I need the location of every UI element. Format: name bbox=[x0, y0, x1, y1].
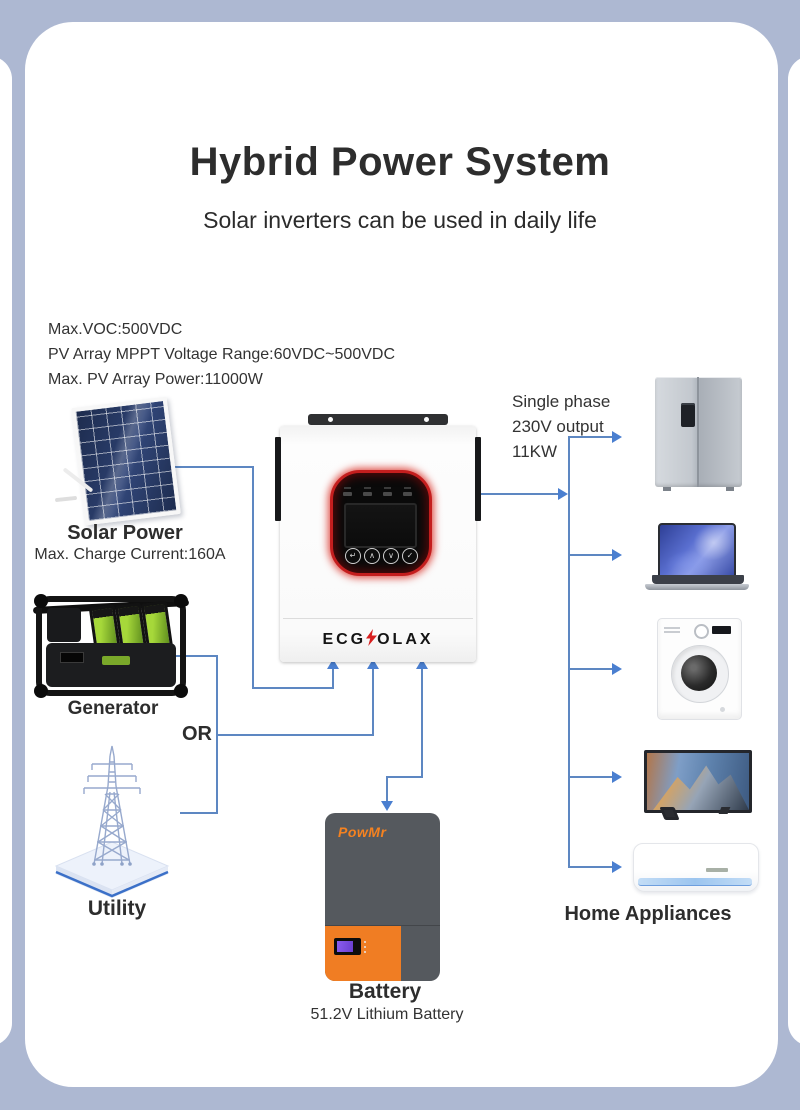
inverter-heatsink bbox=[275, 437, 281, 521]
connector-battery-h bbox=[386, 776, 423, 778]
arrow-right-icon bbox=[612, 771, 622, 783]
connector-or-stem bbox=[372, 668, 374, 736]
up-button: ∧ bbox=[364, 548, 380, 564]
battery-label: Battery bbox=[348, 980, 422, 1003]
subtitle: Solar inverters can be used in daily lif… bbox=[203, 207, 597, 233]
connector-solar-v bbox=[252, 466, 254, 689]
connector-fridge-h bbox=[568, 436, 613, 438]
generator-image bbox=[32, 594, 190, 698]
arrow-right-icon bbox=[612, 861, 622, 873]
connector-ac-h bbox=[568, 866, 613, 868]
spec-line: Max. PV Array Power:11000W bbox=[48, 371, 263, 388]
left-card-sliver bbox=[0, 56, 12, 1046]
arrow-right-icon bbox=[612, 549, 622, 561]
connector-battery-v bbox=[386, 776, 388, 802]
solar-power-label: Solar Power bbox=[67, 522, 183, 544]
right-card-sliver bbox=[788, 56, 800, 1046]
status-led bbox=[383, 492, 392, 496]
connector-solar-h2 bbox=[252, 687, 334, 689]
pv-specs: Max.VOC:500VDC PV Array MPPT Voltage Ran… bbox=[48, 317, 395, 392]
arrow-up-icon bbox=[416, 659, 428, 669]
status-led bbox=[403, 492, 412, 496]
fridge-dispenser bbox=[681, 403, 695, 427]
inverter-mounting-bracket bbox=[308, 414, 448, 425]
connector-trunk-v bbox=[568, 436, 570, 868]
brand-suffix: OLAX bbox=[377, 631, 434, 648]
arrow-right-icon bbox=[612, 431, 622, 443]
home-appliances-label: Home Appliances bbox=[564, 903, 732, 925]
battery-image: PowMr bbox=[325, 813, 440, 981]
status-led bbox=[363, 492, 372, 496]
utility-label: Utility bbox=[87, 897, 147, 920]
connector-laptop-h bbox=[570, 554, 613, 556]
battery-spec: 51.2V Lithium Battery bbox=[310, 1006, 464, 1023]
escape-button: ↵ bbox=[345, 548, 361, 564]
output-line: 230V output bbox=[512, 417, 604, 436]
laptop-image bbox=[658, 523, 736, 577]
generator-label: Generator bbox=[67, 698, 159, 719]
battery-brand: PowMr bbox=[338, 824, 387, 840]
washer-door bbox=[671, 645, 729, 703]
or-label: OR bbox=[182, 723, 212, 745]
connector-battery-stem bbox=[421, 668, 423, 778]
connector-generator-h bbox=[172, 655, 218, 657]
main-title: Hybrid Power System bbox=[189, 140, 611, 184]
output-line: Single phase bbox=[512, 392, 611, 411]
battery-display bbox=[334, 938, 361, 955]
output-line: 11KW bbox=[512, 442, 558, 461]
brand-logo: ECG OLAX bbox=[280, 629, 476, 649]
washing-machine-image bbox=[657, 618, 742, 720]
arrow-right-icon bbox=[612, 663, 622, 675]
brand-prefix: ECG bbox=[322, 631, 367, 648]
enter-button: ✓ bbox=[402, 548, 418, 564]
utility-tower-icon bbox=[52, 742, 172, 903]
arrow-down-icon bbox=[381, 801, 393, 811]
arrow-up-icon bbox=[367, 659, 379, 669]
down-button: ∨ bbox=[383, 548, 399, 564]
spec-line: Max.VOC:500VDC bbox=[48, 321, 183, 338]
inverter-heatsink bbox=[475, 437, 481, 521]
arrow-up-icon bbox=[327, 659, 339, 669]
refrigerator-image bbox=[655, 377, 742, 491]
status-led bbox=[343, 492, 352, 496]
spec-line: PV Array MPPT Voltage Range:60VDC~500VDC bbox=[48, 346, 395, 363]
television-image bbox=[644, 750, 752, 813]
connector-washer-h bbox=[570, 668, 613, 670]
connector-solar-h bbox=[160, 466, 254, 468]
connector-or-h bbox=[216, 734, 374, 736]
output-spec: Single phase 230V output 11KW bbox=[512, 389, 610, 464]
ac-vent bbox=[638, 878, 752, 886]
air-conditioner-image bbox=[633, 843, 759, 892]
solar-panel-image bbox=[71, 396, 181, 526]
connector-solar-stem bbox=[332, 668, 334, 689]
connector-output-h bbox=[478, 493, 559, 495]
connector-utility-h bbox=[180, 812, 218, 814]
arrow-right-icon bbox=[558, 488, 568, 500]
solar-charge-spec: Max. Charge Current:160A bbox=[34, 546, 226, 563]
connector-tv-h bbox=[570, 776, 613, 778]
lightning-bolt-icon bbox=[366, 629, 378, 646]
lcd-screen bbox=[344, 503, 417, 548]
